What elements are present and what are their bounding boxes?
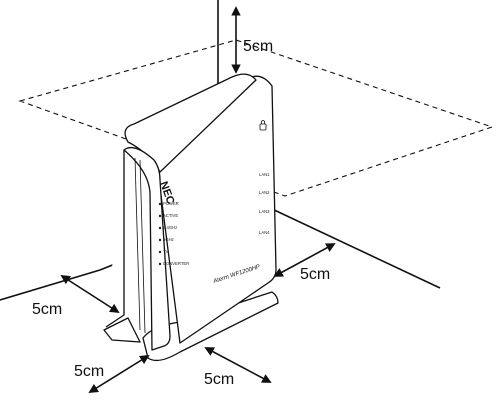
led-label-5ghz: 5GHz: [163, 237, 174, 242]
led-label-tv: TV: [163, 249, 169, 254]
led-label-power: POWER: [163, 201, 179, 206]
led-label-24ghz: 2.4GHz: [163, 225, 177, 230]
led-label-active: ACTIVE: [163, 213, 178, 218]
lock-icon: [259, 119, 267, 131]
led-label-lan2: LAN2: [259, 190, 270, 195]
dimension-label-front-right: 5cm: [204, 371, 234, 388]
left-led-group: POWER ACTIVE 2.4GHz 5GHz TV CONVERTER: [158, 201, 189, 266]
led-label-lan4: LAN4: [259, 230, 270, 235]
right-led-group: LAN1 LAN2 LAN3 LAN4: [259, 172, 270, 235]
dimension-label-front-left: 5cm: [74, 363, 104, 380]
router-device: [103, 73, 279, 362]
dimension-label-right: 5cm: [300, 266, 330, 283]
led-label-lan1: LAN1: [259, 172, 270, 177]
dimension-arrows: [60, 6, 336, 394]
dimension-label-top: 5cm: [243, 38, 273, 55]
led-label-converter: CONVERTER: [163, 261, 189, 266]
dimension-label-left: 5cm: [32, 301, 62, 318]
led-label-lan3: LAN3: [259, 209, 270, 214]
